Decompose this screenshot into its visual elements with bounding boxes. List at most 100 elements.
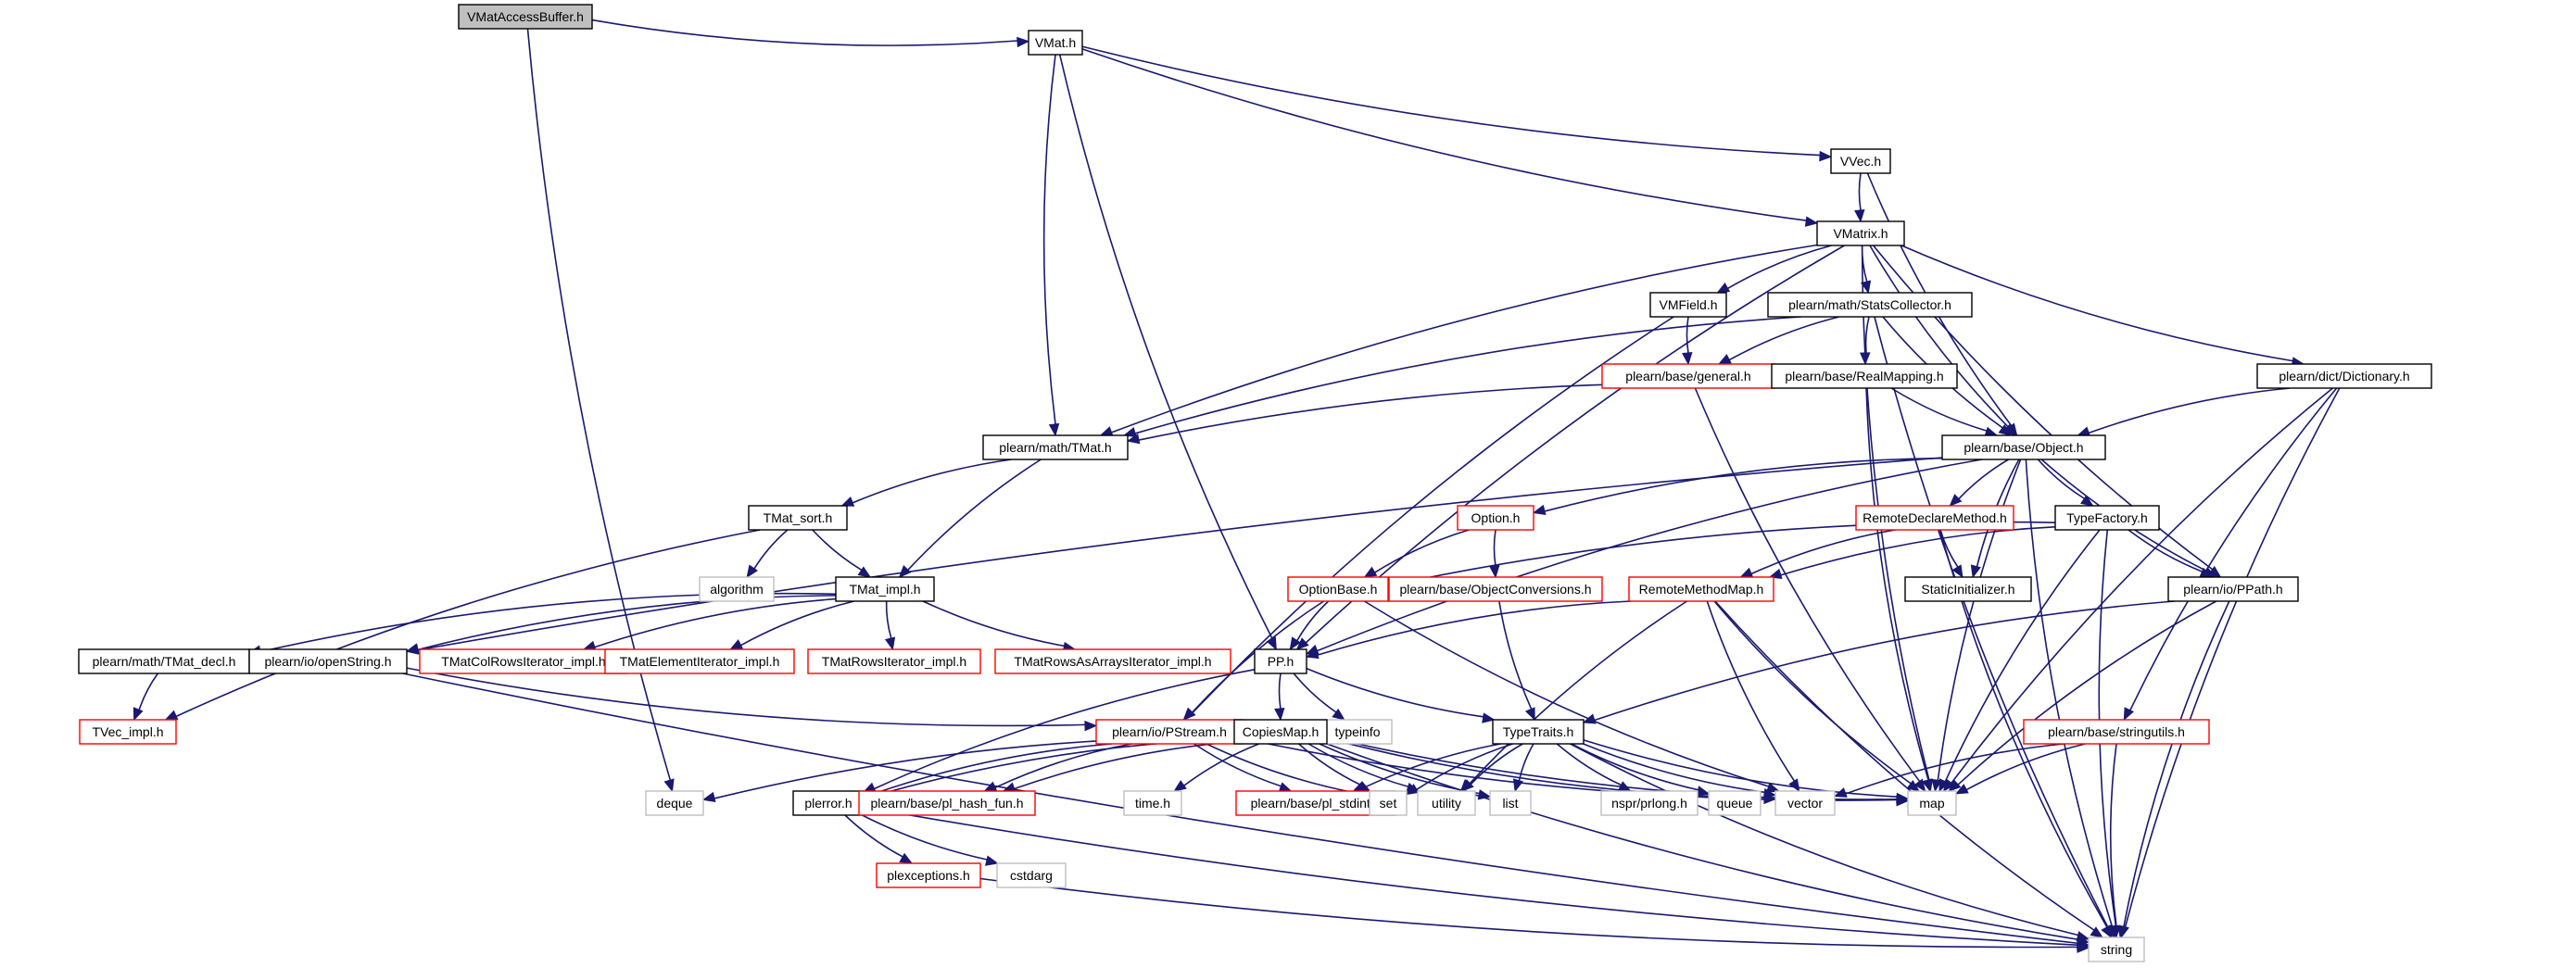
node-label: plearn/base/RealMapping.h	[1785, 369, 1943, 383]
edge-pp-to-typetraits	[1306, 667, 1496, 723]
node-box	[1492, 719, 1585, 745]
node-label: deque	[657, 796, 693, 811]
node-label: cstdarg	[1010, 868, 1053, 883]
edge-vmat-to-vmatrix	[1081, 48, 1819, 227]
edge-general-to-map	[1694, 387, 1926, 793]
node-label: TMatRowsIterator_impl.h	[822, 654, 966, 669]
node-box	[1600, 790, 1698, 816]
edge-openstring-to-pstream	[406, 667, 1098, 732]
node-plearn-base-objectconversions-h[interactable]: plearn/base/ObjectConversions.h	[1388, 576, 1603, 602]
edge-dictionary-to-object	[2077, 387, 2291, 437]
node-box	[1904, 576, 2032, 602]
node-plearn-math-tmat-h[interactable]: plearn/math/TMat.h	[982, 434, 1129, 460]
edge-vmataccessbuffer-to-deque	[526, 28, 675, 793]
node-box	[699, 576, 775, 602]
node-plearn-base-object-h[interactable]: plearn/base/Object.h	[1941, 434, 2106, 460]
node-optionbase-h[interactable]: OptionBase.h	[1287, 576, 1389, 602]
node-box	[1417, 790, 1476, 816]
edge-realmapping-to-map	[1865, 387, 1933, 793]
node-box	[835, 576, 935, 602]
node-box	[1457, 505, 1534, 531]
node-layer: VMatAccessBuffer.hVMat.hVVec.hVMatrix.hV…	[78, 4, 2432, 962]
edge-tmatimpl-to-tmatdecl	[247, 592, 837, 656]
node-option-h[interactable]: Option.h	[1457, 505, 1534, 531]
node-plearn-base-general-h[interactable]: plearn/base/general.h	[1601, 363, 1775, 389]
node-nspr-prlong-h: nspr/prlong.h	[1600, 790, 1698, 816]
edge-remotemethodmap-to-pp	[1305, 600, 1632, 660]
edge-copiesmap-to-timeh	[1173, 743, 1259, 792]
node-vmatrix-h[interactable]: VMatrix.h	[1816, 220, 1905, 246]
edge-tmatsort-to-tvecimpl	[164, 529, 761, 721]
edge-typetraits-to-set	[1405, 743, 1513, 796]
node-tvec-impl-h[interactable]: TVec_impl.h	[79, 719, 177, 745]
node-typefactory-h[interactable]: TypeFactory.h	[2054, 505, 2160, 531]
node-plearn-math-tmat-decl-h[interactable]: plearn/math/TMat_decl.h	[78, 648, 250, 674]
node-label: string	[2101, 942, 2132, 957]
node-box	[996, 862, 1067, 888]
edge-optionbase-to-vector	[1363, 600, 1780, 793]
node-plearn-io-ppath-h[interactable]: plearn/io/PPath.h	[2167, 576, 2299, 602]
node-label: TMat_sort.h	[764, 510, 833, 525]
node-label: plearn/math/StatsCollector.h	[1788, 297, 1951, 312]
node-label: list	[1502, 796, 1518, 811]
edge-tmat-to-tmatsort	[840, 459, 1012, 507]
node-staticinitializer-h[interactable]: StaticInitializer.h	[1904, 576, 2032, 602]
node-label: TMatColRowsIterator_impl.h	[441, 654, 605, 669]
node-vmfield-h[interactable]: VMField.h	[1649, 292, 1727, 318]
node-box	[78, 648, 250, 674]
node-pp-h[interactable]: PP.h	[1254, 648, 1307, 674]
node-string: string	[2088, 937, 2145, 962]
node-box	[248, 648, 408, 674]
node-label: VVec.h	[1840, 154, 1881, 169]
node-box	[1628, 576, 1774, 602]
node-plearn-base-pl-hash-fun-h[interactable]: plearn/base/pl_hash_fun.h	[858, 790, 1036, 816]
node-remotemethodmap-h[interactable]: RemoteMethodMap.h	[1628, 576, 1774, 602]
node-vvec-h[interactable]: VVec.h	[1830, 148, 1891, 174]
node-plearn-base-realmapping-h[interactable]: plearn/base/RealMapping.h	[1771, 363, 1958, 389]
node-plexceptions-h[interactable]: plexceptions.h	[876, 862, 981, 888]
node-label: TMatRowsAsArraysIterator_impl.h	[1014, 654, 1211, 669]
node-tmatcolrowsiterator-impl-h[interactable]: TMatColRowsIterator_impl.h	[419, 648, 628, 674]
edge-vmatrix-to-object	[1869, 245, 2015, 436]
edge-tmatimpl-to-tmatrowsasarrays	[922, 600, 1077, 653]
node-tmat-impl-h[interactable]: TMat_impl.h	[835, 576, 935, 602]
edge-copiesmap-to-plhashfun	[1002, 740, 1235, 793]
node-label: nspr/prlong.h	[1611, 796, 1687, 811]
node-plearn-math-statscollector-h[interactable]: plearn/math/StatsCollector.h	[1767, 292, 1973, 318]
node-label: OptionBase.h	[1299, 582, 1378, 597]
node-label: VMatAccessBuffer.h	[467, 9, 584, 24]
node-box	[1322, 719, 1393, 745]
edge-vmfield-to-general	[1682, 316, 1693, 366]
edge-statscollector-to-tmat	[1122, 316, 1801, 438]
node-label: PP.h	[1268, 654, 1294, 669]
node-box	[2088, 937, 2145, 962]
node-typetraits-h[interactable]: TypeTraits.h	[1492, 719, 1585, 745]
node-label: utility	[1432, 796, 1461, 811]
node-tmat-sort-h[interactable]: TMat_sort.h	[748, 505, 848, 531]
node-plearn-io-openstring-h[interactable]: plearn/io/openString.h	[248, 648, 408, 674]
node-label: plearn/base/pl_hash_fun.h	[870, 796, 1023, 811]
node-label: plearn/io/PPath.h	[2183, 582, 2282, 597]
node-tmatrowsiterator-impl-h[interactable]: TMatRowsIterator_impl.h	[807, 648, 981, 674]
edge-remotedeclaremethod-to-remotemethodmap	[1739, 529, 1896, 578]
edge-optionbase-to-pp	[1289, 600, 1330, 651]
node-plearn-dict-dictionary-h[interactable]: plearn/dict/Dictionary.h	[2256, 363, 2432, 389]
edge-pstream-to-plhashfun	[983, 743, 1132, 792]
node-vmataccessbuffer-h[interactable]: VMatAccessBuffer.h	[458, 4, 593, 30]
edge-typefactory-to-map	[1938, 529, 2101, 793]
edge-objectconversions-to-typetraits	[1498, 600, 1535, 722]
node-copiesmap-h[interactable]: CopiesMap.h	[1233, 719, 1328, 745]
node-label: set	[1380, 796, 1397, 811]
node-box	[1767, 292, 1973, 318]
node-label: VMField.h	[1659, 297, 1717, 312]
node-plerror-h[interactable]: plerror.h	[792, 790, 865, 816]
node-plearn-io-pstream-h[interactable]: plearn/io/PStream.h	[1095, 719, 1244, 745]
node-plearn-base-stringutils-h[interactable]: plearn/base/stringutils.h	[2023, 719, 2210, 745]
edge-dictionary-to-string	[2118, 387, 2341, 939]
node-label: RemoteMethodMap.h	[1639, 582, 1764, 597]
node-tmatrowsasarraysiterator-impl-h[interactable]: TMatRowsAsArraysIterator_impl.h	[994, 648, 1231, 674]
node-vmat-h[interactable]: VMat.h	[1028, 30, 1083, 56]
node-remotedeclaremethod-h[interactable]: RemoteDeclareMethod.h	[1855, 505, 2014, 531]
node-box	[982, 434, 1129, 460]
node-tmatelementiterator-impl-h[interactable]: TMatElementIterator_impl.h	[604, 648, 795, 674]
